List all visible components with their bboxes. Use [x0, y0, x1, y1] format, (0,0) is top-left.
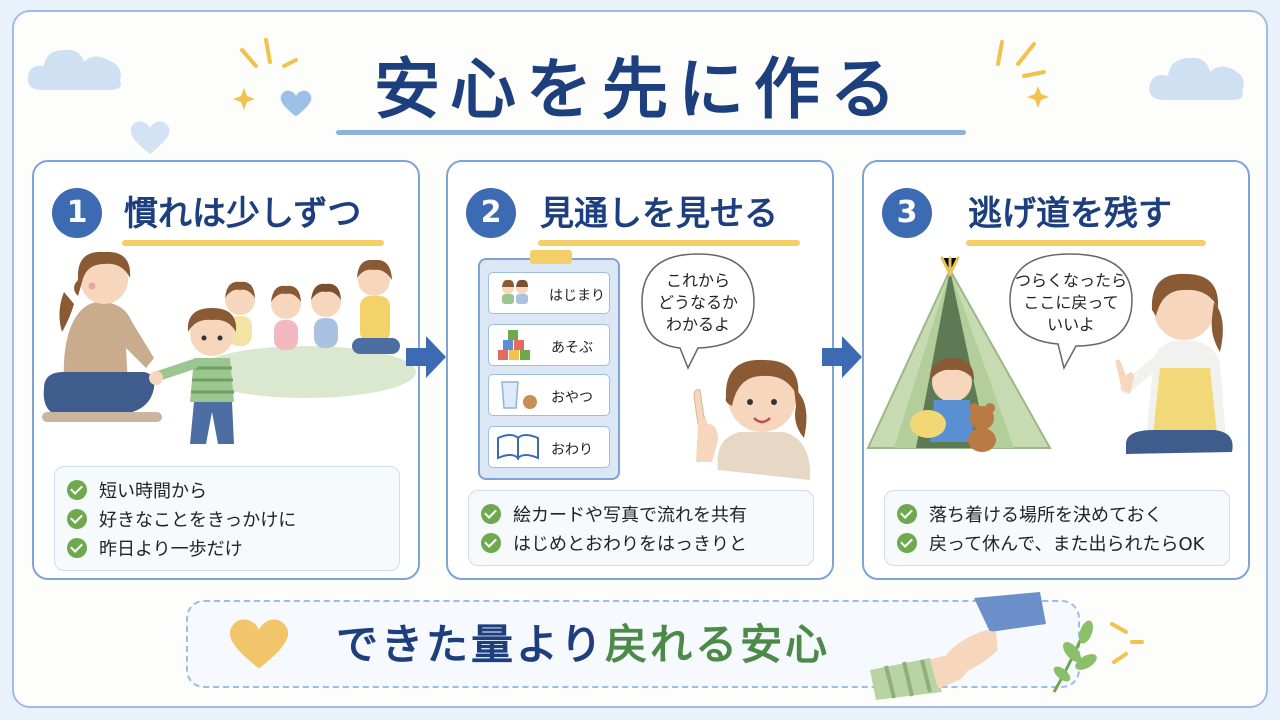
schedule-card: はじまり [488, 272, 610, 314]
illustration-caregiver-holding-child-hand [42, 251, 416, 444]
page-title: 安心を先に作る [374, 51, 906, 128]
schedule-card: おわり [488, 426, 610, 468]
slogan: できた量より戻れる安心 [336, 620, 831, 669]
panel-show-outlook: 2 見通しを見せる [446, 160, 834, 580]
board-clip [530, 250, 572, 264]
sparkle-icon [233, 38, 298, 110]
arrow-right-icon [822, 336, 862, 378]
step-number-badge: 2 [466, 188, 516, 238]
list-item: 戻って休んで、また出られたらOK [897, 528, 1217, 557]
leaf-icon [1052, 620, 1097, 693]
list-item: 落ち着ける場所を決めておく [897, 499, 1217, 528]
check-icon [67, 537, 87, 558]
checklist: 絵カードや写真で流れを共有 はじめとおわりをはっきりと [468, 490, 814, 566]
panel-familiarize: 1 慣れは少しずつ [32, 160, 420, 580]
schedule-card: あそぶ [488, 324, 610, 366]
list-item: 昨日より一歩だけ [67, 533, 387, 562]
panel-escape-route: 3 逃げ道を残す つらくなったら ここに戻って いいよ 落ち着 [862, 160, 1250, 580]
sparkle-icon [996, 40, 1049, 108]
schedule-card: おやつ [488, 374, 610, 416]
illustration-tent-and-caregiver [866, 253, 1233, 454]
check-icon [481, 532, 501, 553]
panel-title: 逃げ道を残す [968, 194, 1172, 234]
title-underline [336, 130, 966, 135]
check-icon [897, 503, 917, 524]
list-item: 絵カードや写真で流れを共有 [481, 499, 801, 528]
title-highlight [966, 240, 1206, 246]
cloud-icon [1149, 57, 1244, 100]
step-number-badge: 3 [882, 188, 932, 238]
holding-hands-illustration [870, 592, 1046, 700]
checklist: 落ち着ける場所を決めておく 戻って休んで、また出られたらOK [884, 490, 1230, 566]
panel-title: 見通しを見せる [540, 194, 778, 234]
title-highlight [122, 240, 384, 246]
heart-icon [280, 90, 312, 117]
speech-bubble-text: これから どうなるか わかるよ [657, 271, 738, 334]
arrow-right-icon [406, 336, 446, 378]
check-icon [481, 503, 501, 524]
title-highlight [538, 240, 800, 246]
panel-title: 慣れは少しずつ [124, 194, 362, 234]
checklist: 短い時間から 好きなことをきっかけに 昨日より一歩だけ [54, 466, 400, 571]
heart-icon [229, 619, 289, 669]
check-icon [67, 508, 87, 529]
speech-bubble-text: つらくなったら ここに戻って いいよ [1014, 271, 1127, 334]
list-item: はじめとおわりをはっきりと [481, 528, 801, 557]
sparkle-icon [1110, 622, 1144, 664]
list-item: 好きなことをきっかけに [67, 504, 387, 533]
step-number-badge: 1 [52, 188, 102, 238]
cloud-icon [27, 49, 121, 90]
check-icon [897, 532, 917, 553]
list-item: 短い時間から [67, 475, 387, 504]
check-icon [67, 479, 87, 500]
heart-icon [130, 121, 170, 154]
